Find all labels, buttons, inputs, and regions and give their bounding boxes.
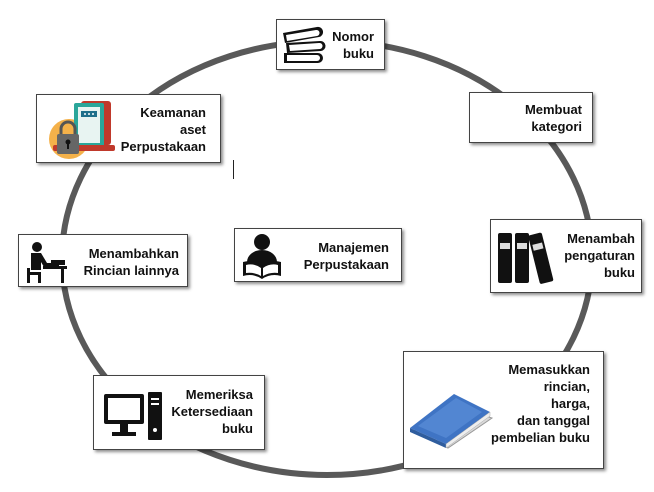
pengaturan-line-3: buku <box>603 265 635 280</box>
pengaturan-line-2: pengaturan <box>564 248 635 263</box>
rincian-lain-line-2: Rincian lainnya <box>83 263 179 278</box>
center-line-2: Perpustakaan <box>303 257 389 272</box>
center-line-1: Manajemen <box>318 240 389 255</box>
keamanan-line-2: aset <box>179 122 206 137</box>
rincian-line-4: dan tanggal <box>517 413 590 428</box>
rincian-line-2: rincian, <box>543 379 590 394</box>
keamanan-line-3: Perpustakaan <box>120 139 206 154</box>
node-membuat-kategori: Membuat kategori <box>469 92 593 143</box>
ketersediaan-label: Memeriksa Ketersediaan buku <box>171 386 253 437</box>
computer-icon <box>104 392 162 440</box>
nomor-line-1: Nomor <box>332 29 374 44</box>
ketersediaan-line-1: Memeriksa <box>185 387 253 402</box>
rincian-lain-label: Menambahkan Rincian lainnya <box>84 245 179 279</box>
padlock-book-icon <box>49 101 115 159</box>
person-at-desk-icon <box>27 242 67 283</box>
rincian-label: Memasukkan rincian, harga, dan tanggal p… <box>491 361 590 446</box>
blue-book-icon <box>410 394 494 449</box>
kategori-line-2: kategori <box>531 119 582 134</box>
node-keamanan-aset: Keamanan aset Perpustakaan <box>36 94 221 163</box>
text-cursor <box>233 160 234 179</box>
binders-icon <box>498 232 554 284</box>
keamanan-line-1: Keamanan <box>140 105 206 120</box>
kategori-line-1: Membuat <box>524 102 582 117</box>
nomor-line-2: buku <box>342 46 374 61</box>
node-center-manajemen: Manajemen Perpustakaan <box>234 228 402 282</box>
book-stack-icon <box>283 26 326 63</box>
pengaturan-label: Menambah pengaturan buku <box>564 230 635 281</box>
node-menambah-pengaturan: Menambah pengaturan buku <box>490 219 642 293</box>
rincian-line-5: pembelian buku <box>491 430 590 445</box>
node-nomor-buku: Nomor buku <box>276 19 385 70</box>
kategori-label: Membuat kategori <box>525 101 582 135</box>
ketersediaan-line-2: Ketersediaan <box>171 404 253 419</box>
rincian-lain-line-1: Menambahkan <box>88 246 179 261</box>
pengaturan-line-1: Menambah <box>567 231 635 246</box>
node-menambahkan-rincian-lainnya: Menambahkan Rincian lainnya <box>18 234 188 287</box>
rincian-line-1: Memasukkan <box>508 362 590 377</box>
ketersediaan-line-3: buku <box>221 421 253 436</box>
rincian-line-3: harga, <box>550 396 590 411</box>
nomor-buku-label: Nomor buku <box>332 28 374 62</box>
reader-person-icon <box>243 234 281 279</box>
keamanan-label: Keamanan aset Perpustakaan <box>121 104 206 155</box>
node-memasukkan-rincian: Memasukkan rincian, harga, dan tanggal p… <box>403 351 604 469</box>
node-memeriksa-ketersediaan: Memeriksa Ketersediaan buku <box>93 375 265 450</box>
center-label: Manajemen Perpustakaan <box>304 239 389 273</box>
